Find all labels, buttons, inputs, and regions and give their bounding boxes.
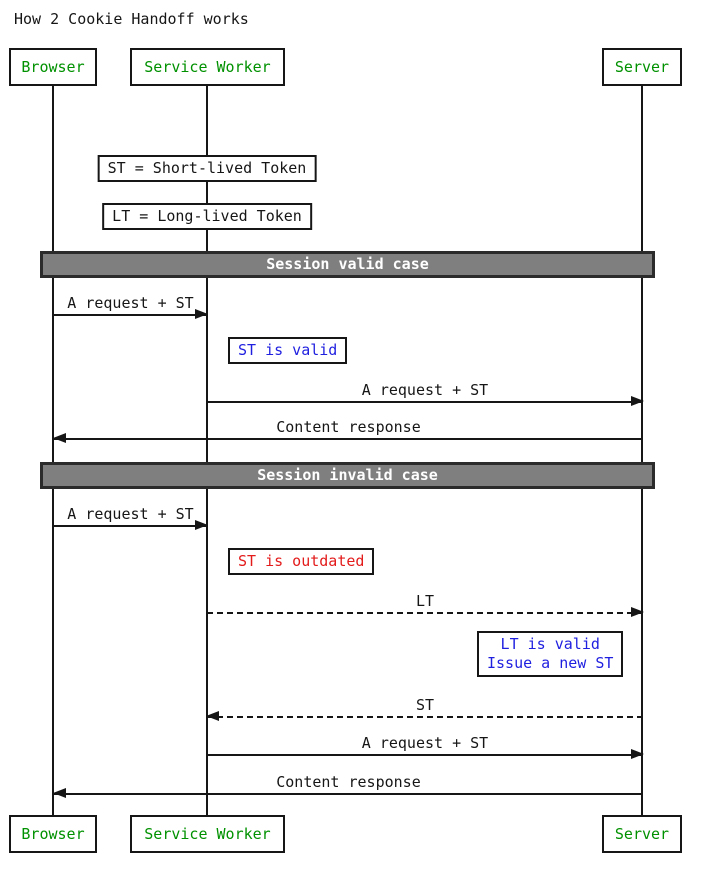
arrowhead-right-icon xyxy=(195,520,208,530)
actor-browser-bottom: Browser xyxy=(9,815,97,853)
message-label: LT xyxy=(415,592,435,610)
diagram-title: How 2 Cookie Handoff works xyxy=(14,10,249,28)
lifeline-server xyxy=(641,85,643,815)
arrowhead-right-icon xyxy=(631,749,644,759)
arrow-line xyxy=(207,754,643,756)
arrowhead-left-icon xyxy=(206,711,219,721)
section-session-invalid: Session invalid case xyxy=(40,462,655,489)
message-label: A request + ST xyxy=(67,294,194,312)
message-label: ST xyxy=(415,696,435,714)
arrowhead-right-icon xyxy=(195,309,208,319)
arrow-line-dashed xyxy=(207,612,643,614)
actor-service-worker-top: Service Worker xyxy=(130,48,285,86)
note-line-2: Issue a new ST xyxy=(487,654,614,672)
lifeline-service-worker xyxy=(206,85,208,815)
actor-server-top: Server xyxy=(602,48,682,86)
arrow-line-dashed xyxy=(207,716,643,718)
arrowhead-left-icon xyxy=(53,788,66,798)
message-label: A request + ST xyxy=(67,505,194,523)
note-lt-is-valid: LT is valid Issue a new ST xyxy=(477,631,624,677)
message-label: A request + ST xyxy=(361,381,489,399)
note-st-definition: ST = Short-lived Token xyxy=(97,155,317,182)
note-lt-definition: LT = Long-lived Token xyxy=(102,203,312,230)
note-st-is-outdated: ST is outdated xyxy=(228,548,375,575)
arrow-line xyxy=(54,525,207,527)
message-label: A request + ST xyxy=(361,734,489,752)
message-label: Content response xyxy=(276,773,421,791)
message-label: Content response xyxy=(276,418,421,436)
actor-server-bottom: Server xyxy=(602,815,682,853)
note-st-is-valid: ST is valid xyxy=(228,337,348,364)
actor-service-worker-bottom: Service Worker xyxy=(130,815,285,853)
arrowhead-right-icon xyxy=(631,396,644,406)
arrowhead-left-icon xyxy=(53,433,66,443)
actor-browser-top: Browser xyxy=(9,48,97,86)
lifeline-browser xyxy=(52,85,54,815)
arrow-line xyxy=(207,401,643,403)
arrow-line xyxy=(54,793,643,795)
arrow-line xyxy=(54,314,207,316)
note-line-1: LT is valid xyxy=(500,635,600,653)
arrowhead-right-icon xyxy=(631,607,644,617)
arrow-line xyxy=(54,438,643,440)
section-session-valid: Session valid case xyxy=(40,251,655,278)
